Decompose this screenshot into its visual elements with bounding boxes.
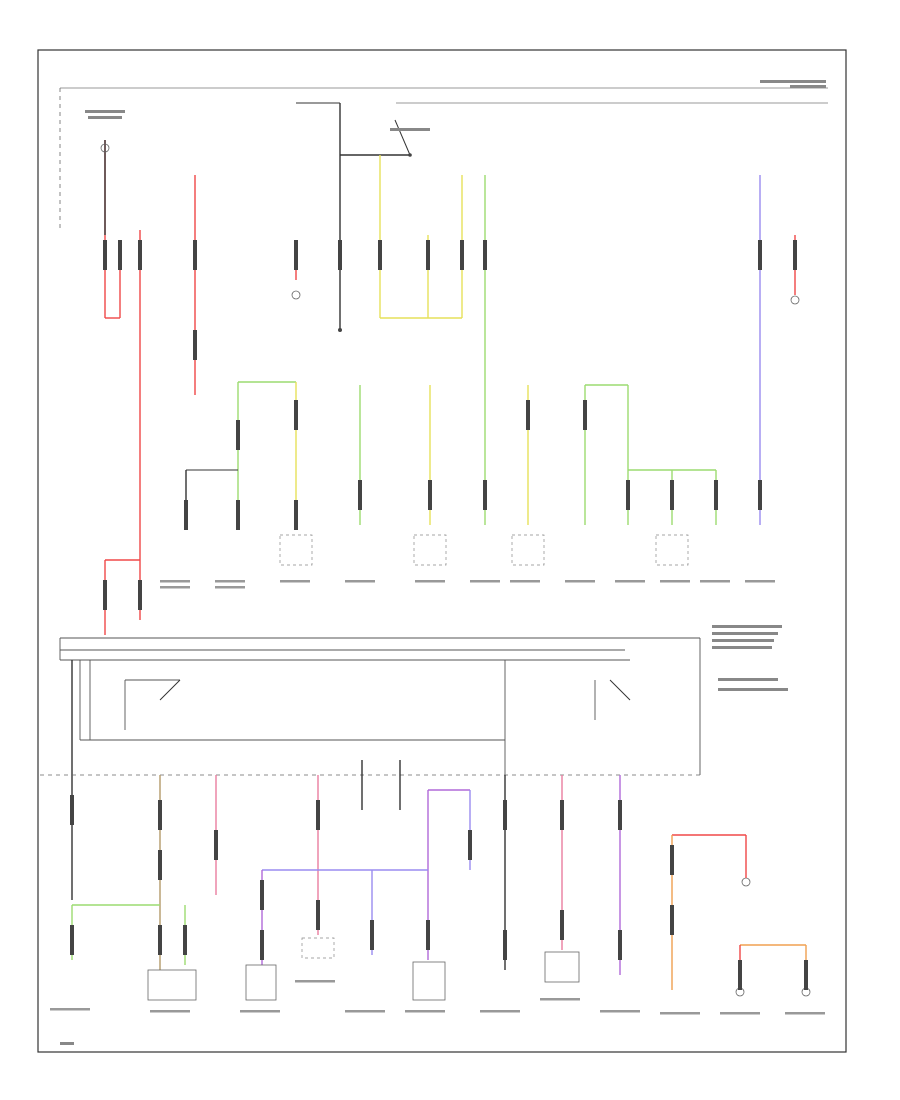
- ground-symbols: [100, 143, 811, 997]
- green-wiring-row: [185, 175, 717, 525]
- middle-components: [279, 534, 689, 566]
- lower-components: [147, 937, 580, 1001]
- lower-connectors: [70, 795, 808, 990]
- mid-bus-lines: [40, 637, 701, 900]
- left-harness: [104, 140, 796, 635]
- upper-connectors: [103, 240, 797, 610]
- component-captions: [50, 580, 825, 1015]
- top-bus-lines: [59, 87, 828, 230]
- lower-fuse-drops: [71, 760, 807, 990]
- diagram-border: [37, 49, 847, 1053]
- top-switch-row: [338, 103, 463, 332]
- fine-print: [60, 80, 826, 1045]
